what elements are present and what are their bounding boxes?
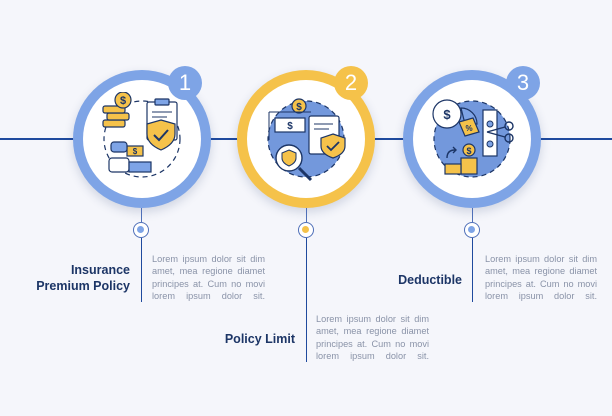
svg-text:$: $ (120, 95, 126, 107)
step-2-marker (298, 222, 314, 238)
step-3-divider (472, 238, 473, 302)
svg-text:%: % (465, 124, 472, 133)
insurance-premium-icon: $ $ (102, 92, 181, 178)
step-2-connector (306, 208, 307, 222)
step-3-title-line-1: Deductible (398, 273, 462, 287)
step-2-divider (306, 238, 307, 362)
step-1-description: Lorem ipsum dolor sit dim amet, mea regi… (152, 254, 265, 302)
step-2-title: Policy Limit (180, 331, 295, 347)
step-1-connector (141, 208, 142, 222)
svg-text:$: $ (443, 107, 451, 122)
step-3-connector (472, 208, 473, 222)
step-1-number-badge: 1 (168, 66, 202, 100)
step-1-title: Insurance Premium Policy (20, 262, 130, 294)
step-3-description: Lorem ipsum dolor sit dim amet, mea regi… (485, 254, 597, 302)
step-3-number-badge: 3 (506, 66, 540, 100)
svg-text:$: $ (287, 121, 293, 132)
step-1-title-line-1: Insurance (70, 263, 130, 277)
step-1-marker (133, 222, 149, 238)
step-3-title: Deductible (352, 272, 462, 288)
svg-text:$: $ (296, 102, 302, 113)
step-1-divider (141, 238, 142, 302)
step-3-marker (464, 222, 480, 238)
step-1-title-line-2: Premium Policy (36, 279, 130, 293)
step-2-number-badge: 2 (334, 66, 368, 100)
step-2-description: Lorem ipsum dolor sit dim amet, mea regi… (316, 314, 429, 362)
svg-text:$: $ (466, 146, 471, 156)
policy-limit-icon: $ $ (267, 98, 346, 182)
deductible-icon: $ % $ (432, 99, 514, 178)
step-2-title-line-1: Policy Limit (224, 332, 295, 346)
svg-text:$: $ (133, 147, 138, 156)
